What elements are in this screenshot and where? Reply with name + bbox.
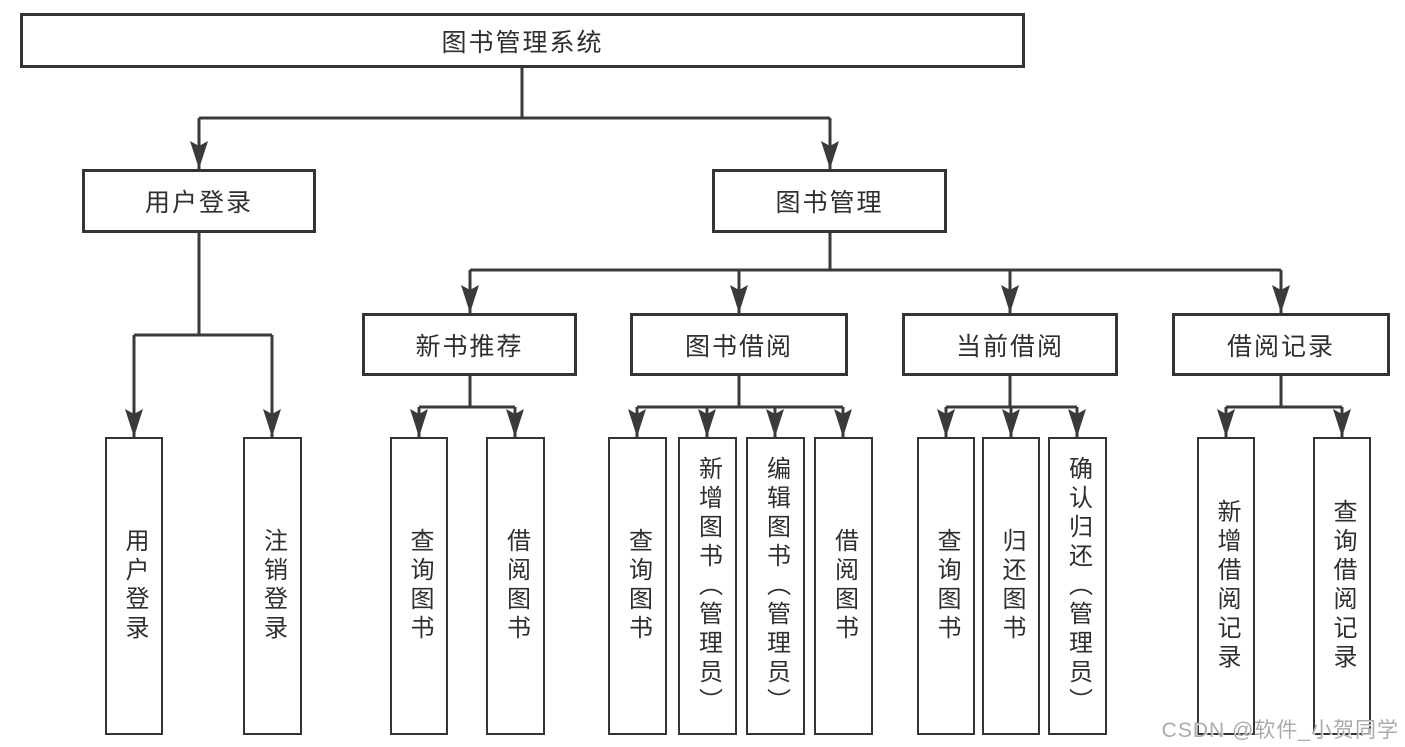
leaf-user-login: 用户登录 [105,437,163,735]
leaf-br-query-record: 查询借阅记录 [1313,437,1371,735]
leaf-bb-edit-books-admin: 编辑图书（管理员） [746,437,805,735]
leaf-bb-borrow-books: 借阅图书 [814,437,873,735]
node-new-book-recommend: 新书推荐 [362,313,577,376]
leaf-nbr-query-books: 查询图书 [390,437,448,735]
leaf-bb-query-books: 查询图书 [608,437,667,735]
csdn-watermark: CSDN @软件_小贺同学 [1161,719,1399,742]
leaf-br-add-record: 新增借阅记录 [1197,437,1255,735]
leaf-cb-query-books: 查询图书 [917,437,975,735]
node-book-management: 图书管理 [712,169,947,233]
leaf-bb-add-books-admin: 新增图书（管理员） [678,437,737,735]
leaf-cb-confirm-return-admin: 确认归还（管理员） [1048,437,1107,735]
node-book-borrow: 图书借阅 [630,313,848,376]
node-library-management-system: 图书管理系统 [20,13,1025,68]
node-user-login: 用户登录 [82,169,316,233]
leaf-cb-return-books: 归还图书 [982,437,1040,735]
node-borrow-records: 借阅记录 [1172,313,1390,376]
leaf-nbr-borrow-books: 借阅图书 [486,437,545,735]
connector-lines [134,68,1342,409]
leaf-logout: 注销登录 [243,437,302,735]
node-current-borrow: 当前借阅 [902,313,1118,376]
